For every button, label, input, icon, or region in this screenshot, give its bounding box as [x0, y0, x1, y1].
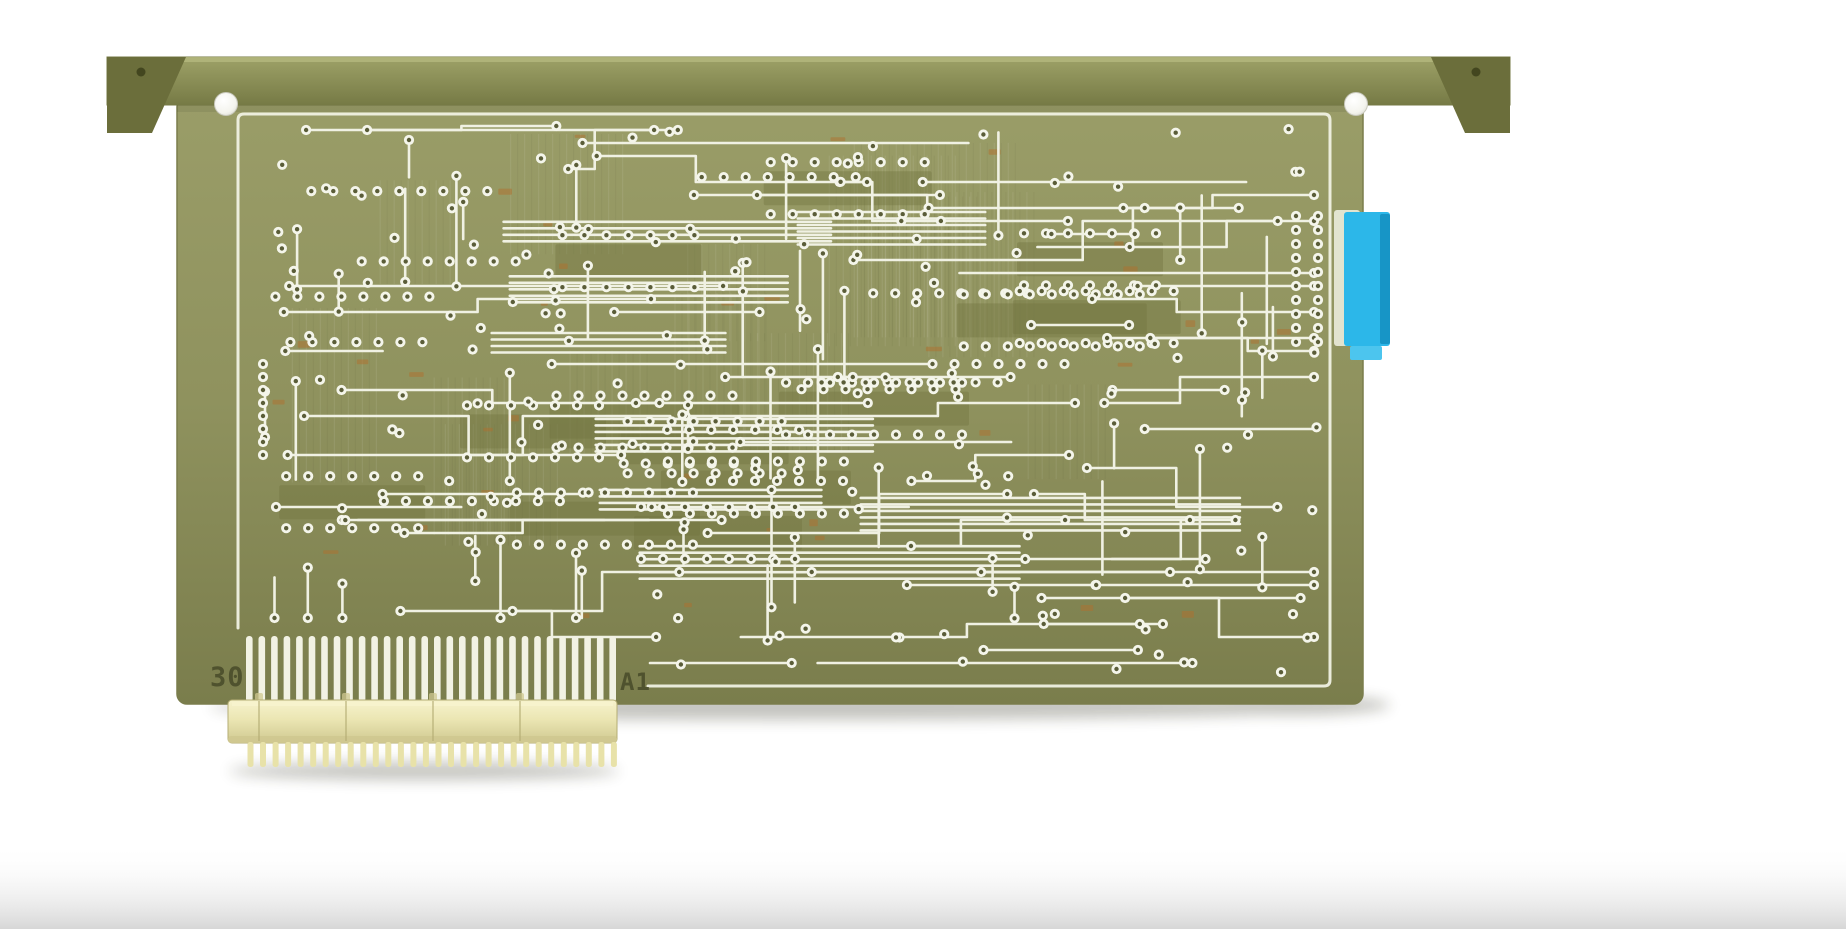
pin-label-a1: A1 — [620, 668, 651, 696]
left-bracket-hole — [136, 67, 146, 77]
pin-label-30: 30 — [210, 662, 245, 693]
blue-capacitor-tab — [1350, 346, 1382, 360]
rivet-left — [214, 92, 238, 116]
connector-fingers — [246, 636, 616, 702]
connector-solder-tails — [247, 742, 617, 767]
solder-pads — [257, 120, 1324, 678]
connector-body — [227, 693, 618, 744]
right-bracket-hole — [1471, 67, 1481, 77]
copper-traces — [263, 124, 1316, 665]
blue-capacitor-body — [1344, 212, 1390, 346]
edge-connector — [227, 636, 618, 767]
rivet-right — [1344, 92, 1368, 116]
board-border-trace — [236, 112, 1332, 688]
mounting-rail — [106, 56, 1511, 112]
blue-capacitor-shade — [1380, 214, 1390, 344]
left-bracket — [107, 57, 186, 133]
blue-capacitor — [1344, 212, 1390, 360]
floor-shade — [0, 845, 1846, 929]
right-bracket — [1431, 57, 1510, 133]
copper-flecks — [272, 134, 1291, 619]
